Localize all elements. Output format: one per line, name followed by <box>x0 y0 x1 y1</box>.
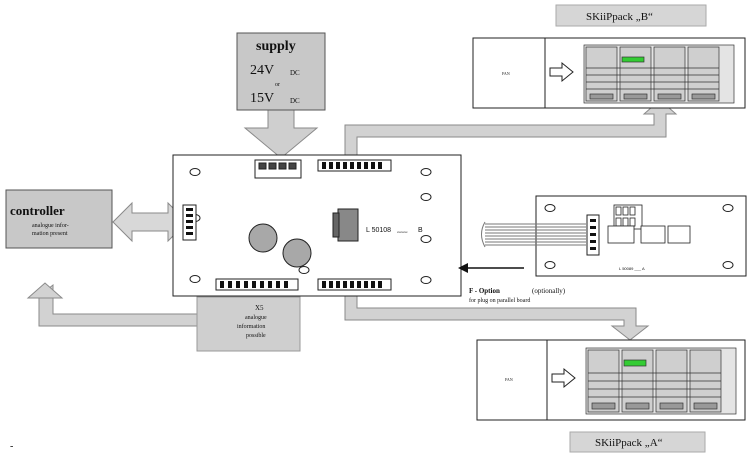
supply-v1-unit: DC <box>290 69 300 77</box>
main-board <box>172 154 462 297</box>
controller-box <box>5 189 113 249</box>
supply-title: supply <box>256 39 296 54</box>
fan-b-arrow <box>549 61 574 83</box>
skiip-b-modules <box>583 44 735 104</box>
fan-b-label: FAN <box>502 71 510 76</box>
controller-line2: mation present <box>32 231 68 237</box>
f-option-paren: (optionally) <box>532 287 566 295</box>
x5-line3: information <box>237 323 265 330</box>
parallel-part-number: L 50089 ___ A <box>619 266 645 271</box>
supply-or: or <box>275 82 280 88</box>
supply-v1: 24V <box>250 63 274 78</box>
f-option-title: F - Option <box>469 287 500 295</box>
fan-a <box>476 339 548 421</box>
fan-b <box>472 37 546 109</box>
x5-box <box>196 296 301 352</box>
board-part-number: L 50108 <box>366 227 391 234</box>
skiip-a-label: SKiiPpack „A“ <box>595 437 663 449</box>
skiip-b-label: SKiiPpack „B“ <box>586 11 653 23</box>
capacitor-2 <box>282 238 312 268</box>
board-part-small: xxxxxxx <box>397 230 408 234</box>
supply-v2: 15V <box>250 91 274 106</box>
skiip-b-label-box <box>555 4 707 27</box>
parallel-components <box>607 204 691 244</box>
fan-a-arrow <box>551 367 576 389</box>
x5-line4: possible <box>246 333 266 339</box>
analogue-back-arrow <box>38 283 201 327</box>
f-option-line2: for plug on parallel board <box>469 297 530 304</box>
board-part-suffix: B <box>418 227 423 234</box>
ribbon-cable <box>485 223 586 246</box>
capacitor-1 <box>248 223 278 253</box>
x5-line1: X5 <box>255 304 264 312</box>
footnote-dash: - <box>10 441 13 452</box>
x5-line2: analogue <box>245 315 267 321</box>
skiip-a-modules <box>585 347 737 415</box>
supply-box <box>236 32 326 111</box>
supply-arrow <box>243 107 319 159</box>
controller-line1: analogue infor- <box>32 222 69 229</box>
path-to-skiip-b <box>344 99 678 161</box>
bottom-connector <box>317 278 392 291</box>
top-connector <box>317 159 392 172</box>
x5-connector <box>215 278 299 291</box>
transformer <box>337 208 359 242</box>
supply-v2-unit: DC <box>290 97 300 105</box>
skiip-a-label-box <box>569 431 706 453</box>
path-to-skiip-a <box>344 295 650 341</box>
fan-a-label: FAN <box>505 377 513 382</box>
controller-title: controller <box>10 203 65 218</box>
